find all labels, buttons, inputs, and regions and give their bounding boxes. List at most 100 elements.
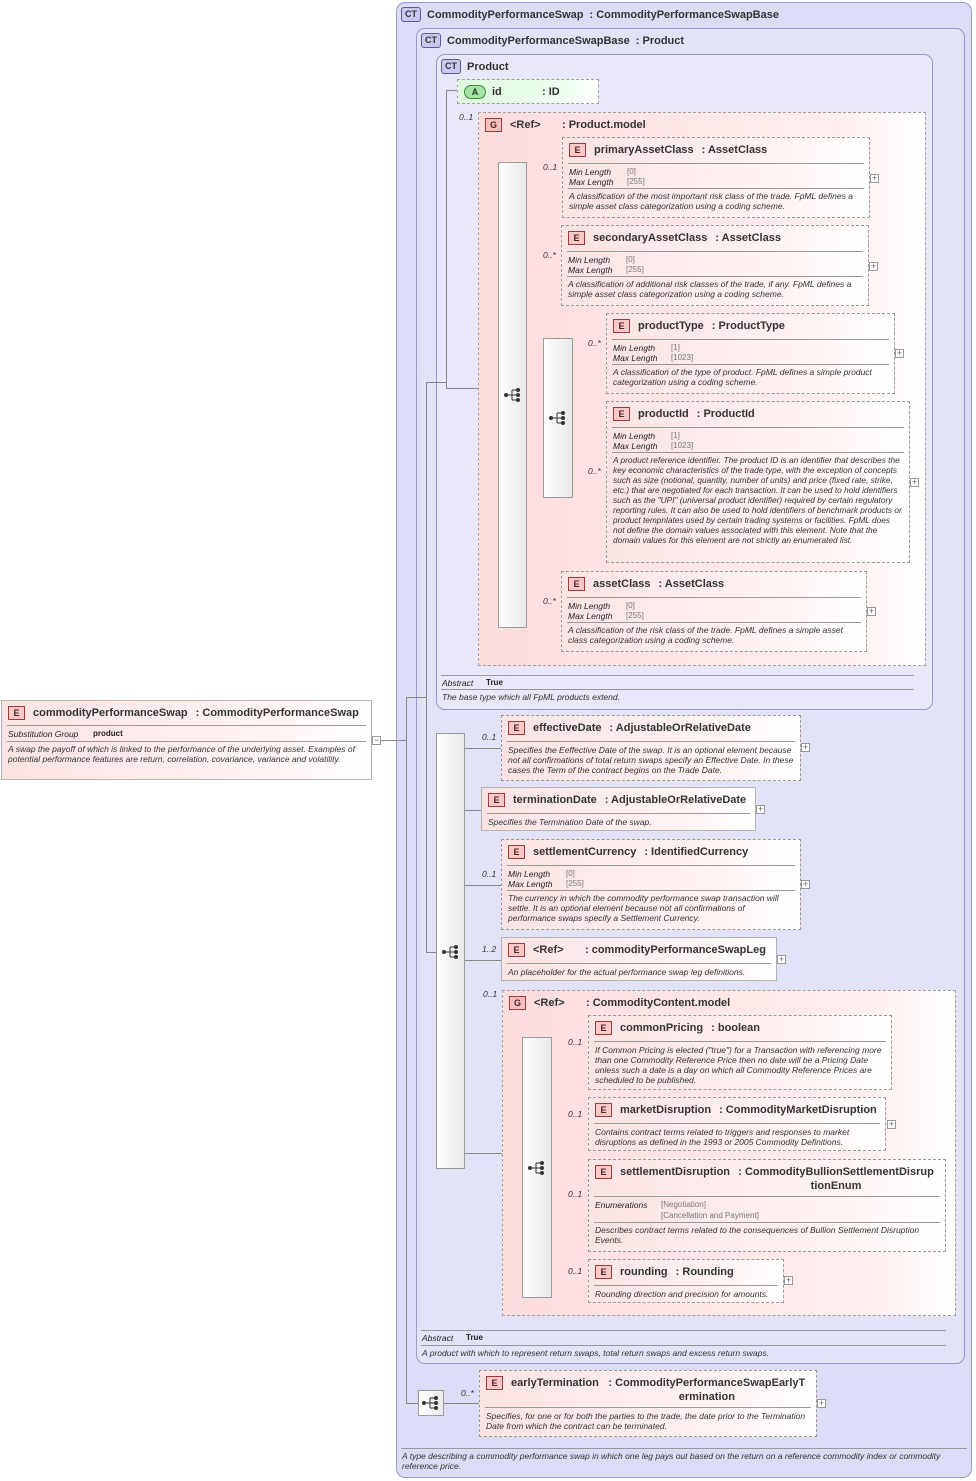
divider <box>594 1285 778 1286</box>
attribute-type: : ID <box>542 86 560 98</box>
element-type: : AdjustableOrRelativeDate <box>609 722 751 734</box>
connector-line <box>465 1153 505 1154</box>
element-name: <Ref> <box>533 944 564 956</box>
divider <box>612 427 904 428</box>
substitution-group-value: product <box>93 729 123 738</box>
element-documentation: Contains contract terms related to trigg… <box>595 1127 850 1147</box>
facet-label: Min Length <box>568 255 611 265</box>
expand-button[interactable]: + <box>887 1119 896 1129</box>
element-type: : CommodityPerformanceSwap <box>195 707 359 719</box>
cardinality-label: 0..1 <box>568 1189 583 1199</box>
element-type: : CommodityPerformanceSwapEarlyT erminat… <box>608 1377 806 1403</box>
element-documentation: The currency in which the commodity perf… <box>508 893 779 923</box>
connector-line <box>465 748 501 749</box>
attribute-icon: A <box>464 85 486 99</box>
facet-label: Min Length <box>613 431 656 441</box>
sequence-compositor[interactable] <box>436 733 465 1169</box>
element-settlement-disruption[interactable]: E settlementDisruption : CommodityBullio… <box>588 1159 946 1252</box>
complex-type-base: : CommodityPerformanceSwapBase <box>589 8 779 21</box>
divider <box>612 452 904 453</box>
element-primary-asset-class[interactable]: E primaryAssetClass : AssetClass Min Len… <box>562 137 870 218</box>
element-icon: E <box>595 1265 612 1279</box>
element-header: E secondaryAssetClass : AssetClass <box>568 231 862 245</box>
facet-value: [0] <box>626 601 635 610</box>
element-product-id[interactable]: E productId : ProductId Min Length [1] M… <box>606 401 910 563</box>
root-element-commodity-performance-swap[interactable]: E commodityPerformanceSwap : CommodityPe… <box>1 700 372 780</box>
element-header: E assetClass : AssetClass <box>568 577 860 591</box>
expand-button[interactable]: + <box>910 477 919 487</box>
sequence-icon <box>528 1161 544 1175</box>
abstract-label: Abstract <box>422 1333 454 1343</box>
cardinality-label: 0..1 <box>459 112 474 122</box>
complex-type-documentation: A product with which to represent return… <box>422 1348 769 1358</box>
connector-line <box>446 90 447 388</box>
cardinality-label: 0..1 <box>543 162 558 172</box>
expand-button[interactable]: + <box>801 879 810 889</box>
complex-type-icon: CT <box>421 33 441 48</box>
expand-button[interactable]: + <box>869 261 878 271</box>
element-name: terminationDate <box>513 794 597 806</box>
facet-label: Max Length <box>613 441 658 451</box>
attribute-id[interactable]: A id : ID <box>457 79 599 104</box>
element-commodity-performance-swap-leg[interactable]: E <Ref> : commodityPerformanceSwapLeg An… <box>501 937 777 981</box>
complex-type-icon: CT <box>401 7 421 22</box>
sequence-icon <box>422 1396 438 1410</box>
connector-line <box>426 382 446 383</box>
collapse-button[interactable]: − <box>372 735 381 745</box>
expand-button[interactable]: + <box>777 954 786 964</box>
facet-value: [255] <box>626 611 644 620</box>
expand-button[interactable]: + <box>867 606 876 616</box>
expand-button[interactable]: + <box>895 348 904 358</box>
element-name: settlementDisruption <box>620 1166 731 1178</box>
element-common-pricing[interactable]: E commonPricing : boolean If Common Pric… <box>588 1015 892 1090</box>
element-type: : ProductId <box>696 408 755 420</box>
element-name: productId <box>638 408 689 420</box>
element-type: : CommodityMarketDisruption <box>719 1104 877 1116</box>
facet-label: Min Length <box>508 869 551 879</box>
connector-line <box>406 697 426 698</box>
expand-button[interactable]: + <box>817 1398 826 1408</box>
divider <box>567 251 863 252</box>
complex-type-header: CT CommodityPerformanceSwap : CommodityP… <box>401 7 779 22</box>
expand-button[interactable]: + <box>756 804 765 814</box>
element-asset-class[interactable]: E assetClass : AssetClass Min Length [0]… <box>561 571 867 652</box>
element-name: commonPricing <box>620 1022 704 1034</box>
element-rounding[interactable]: E rounding : Rounding Rounding direction… <box>588 1259 784 1303</box>
cardinality-label: 0..1 <box>482 869 497 879</box>
element-secondary-asset-class[interactable]: E secondaryAssetClass : AssetClass Min L… <box>561 225 869 306</box>
expand-button[interactable]: + <box>870 173 879 183</box>
complex-type-name: CommodityPerformanceSwapBase <box>447 34 630 47</box>
facet-label: Max Length <box>569 177 614 187</box>
element-documentation: Describes contract terms related to the … <box>595 1225 920 1245</box>
element-documentation: Specifies, for one or for both the parti… <box>486 1411 806 1431</box>
divider <box>401 1448 967 1449</box>
element-icon: E <box>8 706 25 720</box>
element-name: productType <box>638 320 704 332</box>
divider <box>441 675 914 676</box>
cardinality-label: 0..1 <box>568 1109 583 1119</box>
element-market-disruption[interactable]: E marketDisruption : CommodityMarketDisr… <box>588 1097 886 1151</box>
divider <box>567 622 861 623</box>
divider <box>612 339 889 340</box>
complex-type-icon: CT <box>441 59 461 74</box>
facet-label: Min Length <box>613 343 656 353</box>
element-early-termination[interactable]: E earlyTermination : CommodityPerformanc… <box>479 1370 817 1437</box>
group-icon: G <box>509 996 526 1010</box>
cardinality-label: 0..* <box>543 596 556 606</box>
facet-value: [0] <box>626 255 635 264</box>
element-termination-date[interactable]: E terminationDate : AdjustableOrRelative… <box>481 787 756 831</box>
expand-button[interactable]: + <box>784 1275 793 1285</box>
element-header: E rounding : Rounding <box>595 1265 777 1279</box>
connector-line <box>446 90 460 91</box>
sequence-icon <box>549 411 565 425</box>
element-product-type[interactable]: E productType : ProductType Min Length [… <box>606 313 895 394</box>
facet-label: Max Length <box>613 353 658 363</box>
element-effective-date[interactable]: E effectiveDate : AdjustableOrRelativeDa… <box>501 715 801 781</box>
facet-value: [Cancellation and Payment] <box>661 1211 759 1220</box>
cardinality-label: 0..* <box>588 466 601 476</box>
divider <box>594 1123 880 1124</box>
element-settlement-currency[interactable]: E settlementCurrency : IdentifiedCurrenc… <box>501 839 801 930</box>
element-icon: E <box>613 407 630 421</box>
element-type: : AssetClass <box>715 232 781 244</box>
expand-button[interactable]: + <box>801 742 810 752</box>
